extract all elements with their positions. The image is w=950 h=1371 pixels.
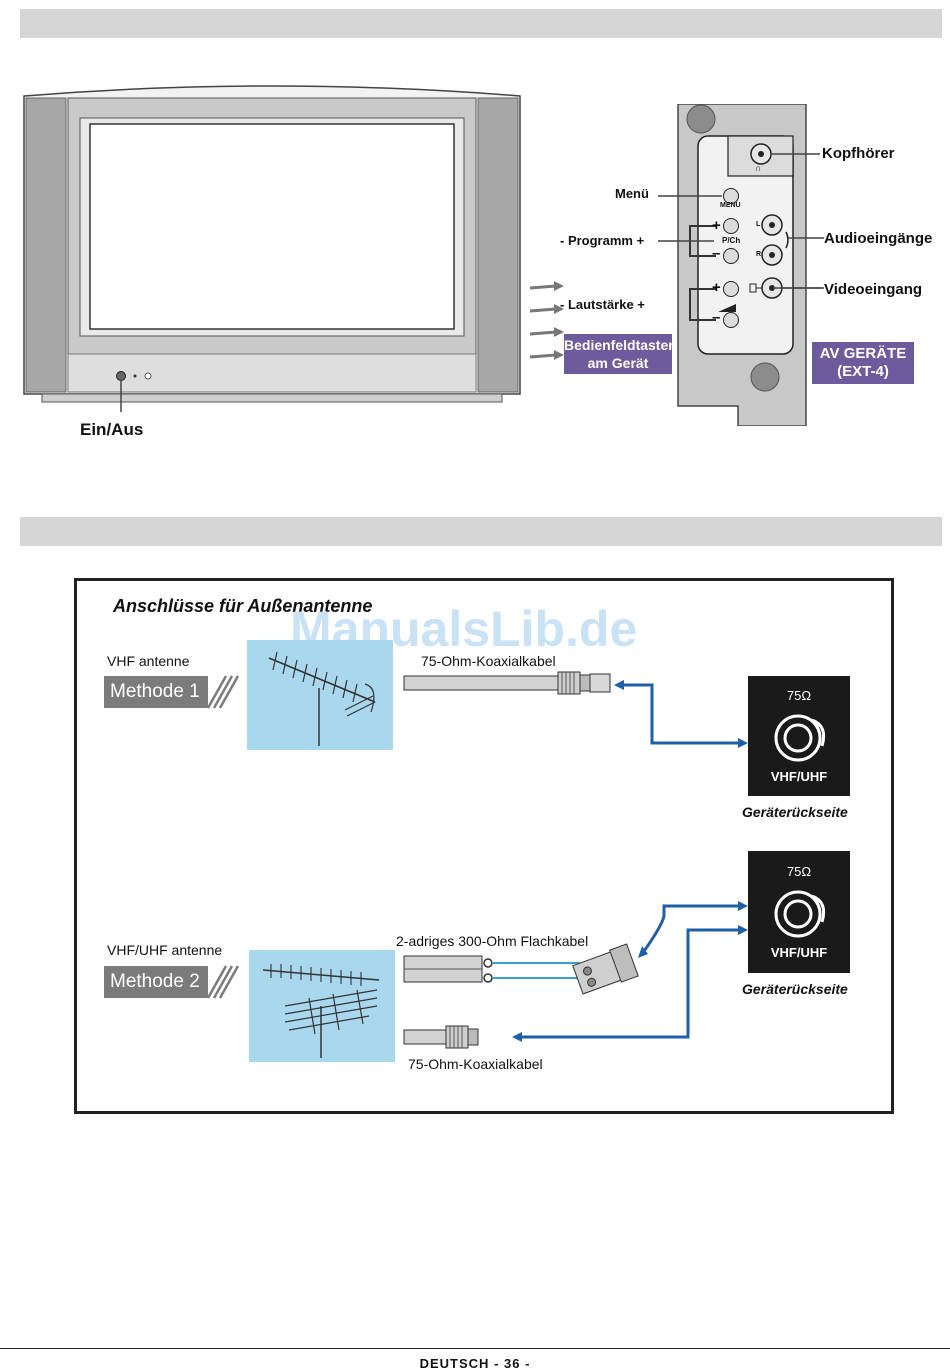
audio-l-label: L: [756, 221, 761, 228]
volume-down-button: [723, 312, 739, 328]
panel-leader-lines-2: [780, 237, 824, 289]
power-label: Ein/Aus: [80, 420, 144, 439]
program-minus-label: –: [712, 245, 721, 262]
tv-front-illustration: [23, 85, 521, 412]
method1-badge-text: Methode 1: [110, 681, 200, 702]
section-header-bar-1: [20, 9, 942, 38]
pch-small-label: P/Ch: [722, 236, 741, 245]
menu-small-label: MENU: [720, 202, 741, 209]
volume-plus-label: +: [712, 279, 721, 296]
footer-text: DEUTSCH - 36 -: [0, 1356, 950, 1371]
method2-antenna-jack: [774, 890, 826, 938]
method2-flat-cable: [403, 901, 748, 1049]
program-label: - Programm +: [560, 233, 645, 248]
method1-tv-back-panel: [748, 676, 850, 796]
right-speaker: [477, 97, 519, 393]
tv-screen: [89, 123, 455, 330]
method2-jack-label: VHF/UHF: [770, 945, 828, 960]
method2-badge-stripes: [206, 965, 240, 999]
method2-tv-back-panel: [748, 851, 850, 973]
method1-antenna-label: VHF antenne: [107, 653, 190, 669]
menu-button: [723, 188, 739, 204]
footer-rule: [0, 1348, 950, 1349]
method1-badge-stripes: [206, 675, 240, 709]
panel-caption-line2: am Gerät: [587, 355, 649, 371]
audio-r-label: R: [756, 251, 762, 258]
method1-antenna-jack: [774, 714, 826, 762]
av-caption-box: AV GERÄTE (EXT-4): [812, 342, 914, 384]
method2-antenna-label: VHF/UHF antenne: [107, 942, 223, 958]
method2-jack-ohm: 75Ω: [786, 864, 812, 879]
method2-caption: Geräterückseite: [742, 981, 848, 997]
antenna-diagram-title: Anschlüsse für Außenantenne: [113, 596, 373, 616]
av-caption-line2: (EXT-4): [837, 363, 889, 380]
video-input-label: Videoeingang: [824, 281, 923, 298]
method2-badge: Methode 2: [104, 966, 208, 998]
method1-caption: Geräterückseite: [742, 804, 848, 820]
method2-coax-label: 75-Ohm-Koaxialkabel: [408, 1056, 543, 1072]
menu-label: Menü: [615, 186, 649, 201]
volume-up-button: [723, 281, 739, 297]
program-plus-label: +: [712, 217, 721, 234]
antenna-diagram-frame: [74, 578, 894, 1114]
method1-cable-label: 75-Ohm-Koaxialkabel: [421, 653, 556, 669]
panel-arrows: [529, 281, 564, 360]
headphone-icon: ∩: [755, 163, 762, 173]
side-control-panel: [677, 104, 807, 426]
method1-badge: Methode 1: [104, 676, 208, 708]
method2-antenna-icon: [262, 964, 380, 1058]
method1-coax-cable: [403, 671, 748, 748]
method2-badge-text: Methode 2: [110, 971, 200, 992]
volume-label: - Lautstärke +: [560, 297, 645, 312]
program-down-button: [723, 248, 739, 264]
section-header-bar-2: [20, 517, 942, 546]
power-button: [116, 371, 126, 381]
method1-jack-label: VHF/UHF: [770, 769, 828, 784]
program-up-button: [723, 218, 739, 234]
panel-caption-line1: Bedienfeldtasten: [564, 337, 677, 353]
method2-antenna-sky: [249, 950, 395, 1062]
audio-inputs-label: Audioeingänge: [824, 230, 933, 247]
footer-language: DEUTSCH: [419, 1356, 490, 1371]
panel-caption-box: Bedienfeldtasten am Gerät: [564, 334, 677, 374]
footer-page: - 36 -: [494, 1356, 531, 1371]
headphones-label: Kopfhörer: [822, 145, 895, 162]
left-speaker: [25, 97, 67, 393]
av-caption-line1: AV GERÄTE: [819, 345, 907, 362]
method1-jack-ohm: 75Ω: [786, 688, 812, 703]
method2-flat-cable-label: 2-adriges 300-Ohm Flachkabel: [396, 933, 589, 949]
volume-minus-label: –: [712, 309, 721, 326]
method1-antenna-icon: [268, 651, 376, 746]
